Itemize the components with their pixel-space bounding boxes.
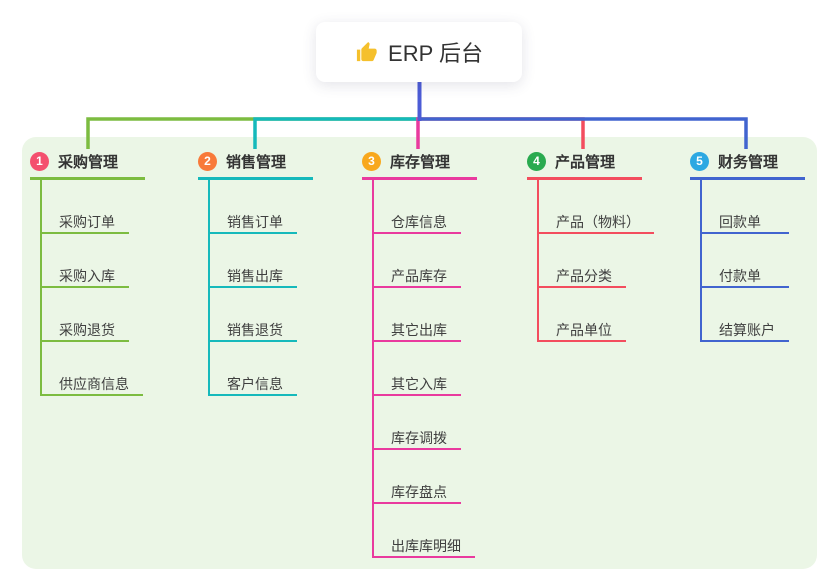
branch-index-badge: 1 [30,151,49,171]
branch-index-badge: 3 [362,151,381,171]
branch-5: 5 财务管理回款单付款单结算账户 [690,148,805,342]
child-topic[interactable]: 回款单 [702,180,789,234]
child-topic[interactable]: 销售退货 [210,288,297,342]
branch-label: 采购管理 [58,153,119,171]
branch-1: 1 采购管理采购订单采购入库采购退货供应商信息 [30,148,145,396]
root-label: ERP 后台 [388,41,483,66]
child-topic[interactable]: 库存盘点 [374,450,461,504]
child-topic[interactable]: 供应商信息 [42,342,143,396]
child-topic[interactable]: 付款单 [702,234,789,288]
child-topic[interactable]: 结算账户 [702,288,789,342]
branch-4: 4 产品管理产品（物料）产品分类产品单位 [527,148,654,342]
child-topic[interactable]: 产品单位 [539,288,626,342]
child-topic[interactable]: 其它入库 [374,342,461,396]
child-topic[interactable]: 产品分类 [539,234,626,288]
child-topic[interactable]: 产品库存 [374,234,461,288]
branch-label: 库存管理 [390,153,451,171]
branch-3: 3 库存管理仓库信息产品库存其它出库其它入库库存调拨库存盘点出库库明细 [362,148,477,558]
branch-index-badge: 5 [690,151,709,171]
child-topic[interactable]: 采购订单 [42,180,129,234]
branch-children: 回款单付款单结算账户 [700,180,805,342]
child-topic[interactable]: 客户信息 [210,342,297,396]
child-topic[interactable]: 仓库信息 [374,180,461,234]
child-topic[interactable]: 销售订单 [210,180,297,234]
branch-topic[interactable]: 5 财务管理 [690,148,805,180]
branch-2: 2 销售管理销售订单销售出库销售退货客户信息 [198,148,313,396]
branch-topic[interactable]: 1 采购管理 [30,148,145,180]
branch-label: 财务管理 [718,153,779,171]
branch-label: 销售管理 [226,153,287,171]
thumbs-up-icon [355,41,378,64]
branch-index-badge: 4 [527,151,546,171]
branch-children: 仓库信息产品库存其它出库其它入库库存调拨库存盘点出库库明细 [372,180,477,558]
root-node[interactable]: ERP 后台 [316,22,522,82]
child-topic[interactable]: 库存调拨 [374,396,461,450]
child-topic[interactable]: 采购退货 [42,288,129,342]
child-topic[interactable]: 销售出库 [210,234,297,288]
branch-topic[interactable]: 3 库存管理 [362,148,477,180]
child-topic[interactable]: 采购入库 [42,234,129,288]
branch-children: 产品（物料）产品分类产品单位 [537,180,654,342]
mindmap-canvas [22,137,817,569]
branch-topic[interactable]: 4 产品管理 [527,148,642,180]
branch-topic[interactable]: 2 销售管理 [198,148,313,180]
child-topic[interactable]: 其它出库 [374,288,461,342]
child-topic[interactable]: 产品（物料） [539,180,654,234]
branch-label: 产品管理 [555,153,616,171]
child-topic[interactable]: 出库库明细 [374,504,475,558]
branch-children: 采购订单采购入库采购退货供应商信息 [40,180,145,396]
branch-children: 销售订单销售出库销售退货客户信息 [208,180,313,396]
branch-index-badge: 2 [198,151,217,171]
